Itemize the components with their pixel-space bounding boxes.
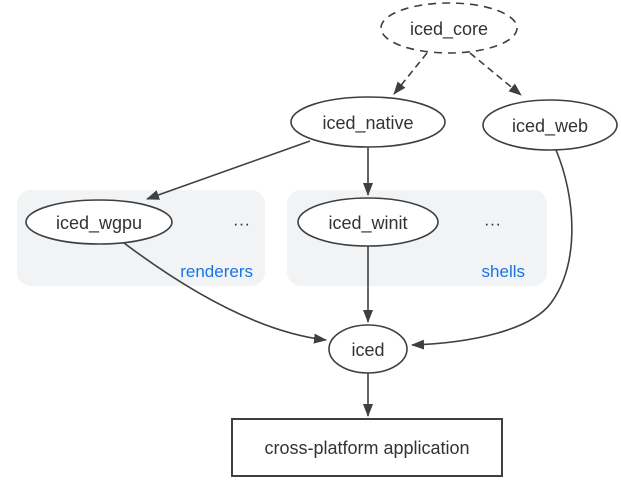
node-iced_core: iced_core bbox=[380, 2, 518, 54]
renderers-ellipsis: ... bbox=[233, 211, 250, 230]
iced_wgpu-shape bbox=[25, 199, 173, 245]
edge-iced_web-to-iced bbox=[411, 149, 573, 350]
iced_core-shape bbox=[380, 2, 518, 54]
edge-iced_core-to-iced_native bbox=[393, 52, 428, 95]
iced-shape bbox=[328, 324, 408, 374]
shells-ellipsis: ... bbox=[484, 211, 501, 230]
iced_core-label: iced_core bbox=[410, 19, 488, 40]
node-iced: iced bbox=[328, 324, 408, 374]
edge-iced_wgpu-to-iced bbox=[123, 242, 327, 344]
node-iced_web: iced_web bbox=[482, 99, 618, 151]
edge-iced_core-to-iced_web bbox=[469, 52, 522, 96]
iced_web-label: iced_web bbox=[512, 116, 588, 137]
iced_native-label: iced_native bbox=[322, 113, 413, 134]
iced_winit-shape bbox=[297, 197, 439, 247]
edge-iced_native-to-iced_wgpu bbox=[146, 140, 311, 200]
node-cross-platform-application: cross-platform application bbox=[231, 418, 503, 477]
node-iced_wgpu: iced_wgpu bbox=[25, 199, 173, 245]
iced_web-shape bbox=[482, 99, 618, 151]
shells-group-label: shells bbox=[482, 262, 525, 281]
app-shape bbox=[231, 418, 503, 477]
node-iced_native: iced_native bbox=[290, 96, 446, 148]
iced_native-shape bbox=[290, 96, 446, 148]
iced-label: iced bbox=[351, 340, 384, 360]
node-iced_winit: iced_winit bbox=[297, 197, 439, 247]
iced_winit-label: iced_winit bbox=[328, 213, 407, 234]
iced_wgpu-label: iced_wgpu bbox=[56, 213, 142, 234]
app-label: cross-platform application bbox=[264, 438, 469, 458]
renderers-group-label: renderers bbox=[180, 262, 253, 281]
